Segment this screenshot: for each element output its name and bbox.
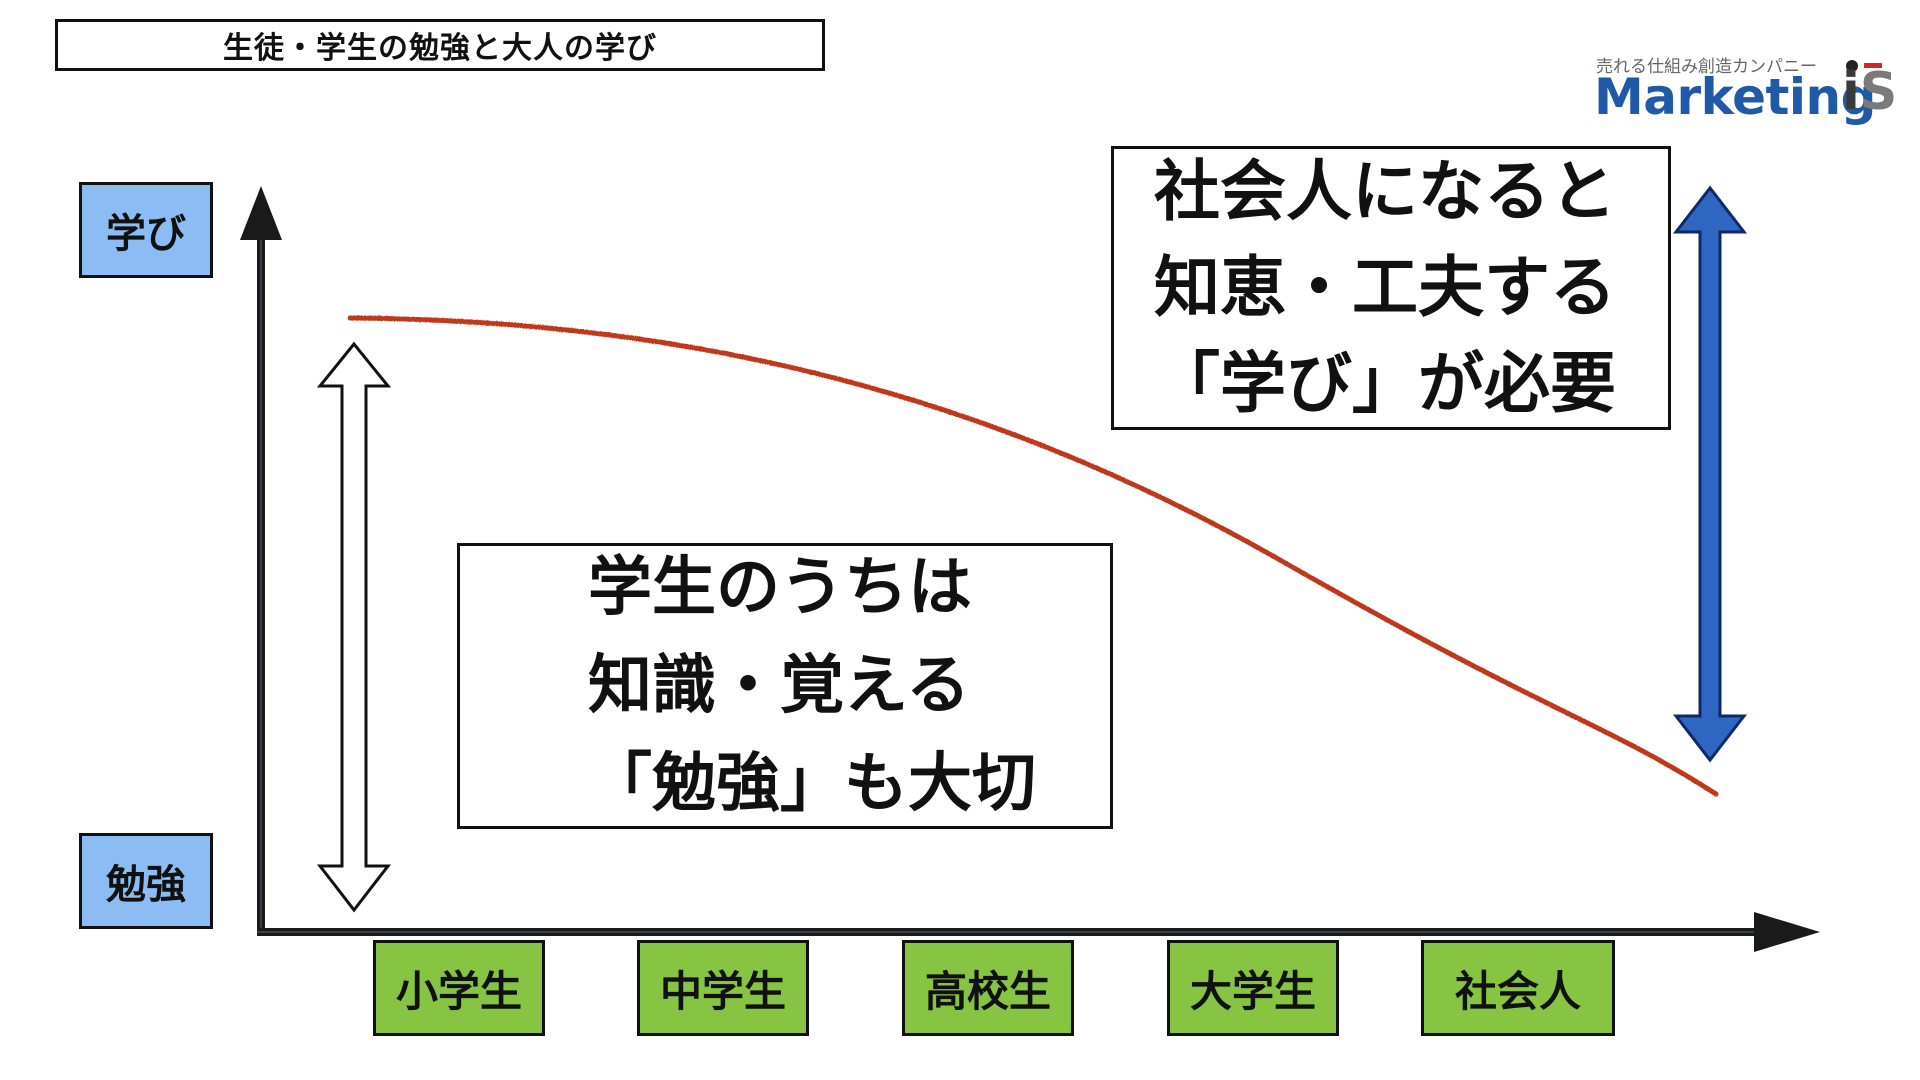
adult-message-line: 「学び」が必要 (1154, 345, 1616, 422)
stage-working-adult: 社会人 (1421, 940, 1615, 1036)
x-axis (257, 912, 1820, 952)
decline-curve (347, 315, 1719, 797)
y-axis-label-learning: 学び (79, 182, 213, 278)
y-axis-label-study: 勉強 (79, 833, 213, 929)
y-axis-arrowhead-icon (240, 186, 282, 240)
double-arrow-blue-icon (1672, 185, 1748, 763)
y-axis (240, 186, 282, 935)
double-arrow-outline-icon (316, 341, 392, 913)
logo-mark-s: S (1859, 62, 1898, 122)
page-title: 生徒・学生の勉強と大人の学び (55, 19, 825, 71)
student-message-box: 学生のうちは 知識・覚える 「勉強」も大切 (457, 543, 1113, 829)
student-message-line: 知識・覚える (588, 649, 971, 723)
logo-mark-i: i (1842, 62, 1860, 122)
adult-message-box: 社会人になると 知恵・工夫する 「学び」が必要 (1111, 146, 1671, 430)
stage-junior-high: 中学生 (637, 940, 809, 1036)
logo-mark: iS (1842, 66, 1897, 118)
logo-dash-icon (1864, 63, 1882, 68)
logo-dot-icon (1846, 60, 1858, 72)
student-message-line: 「勉強」も大切 (588, 747, 1036, 821)
stage-university: 大学生 (1167, 940, 1339, 1036)
stage-elementary: 小学生 (373, 940, 545, 1036)
logo-wordmark: Marketing (1594, 68, 1876, 126)
student-message-line: 学生のうちは (588, 551, 972, 625)
x-axis-arrowhead-icon (1754, 912, 1820, 952)
stage-high-school: 高校生 (902, 940, 1074, 1036)
adult-message-line: 知恵・工夫する (1154, 249, 1616, 326)
logo-tagline: 売れる仕組み創造カンパニー (1596, 57, 1817, 77)
adult-message-line: 社会人になると (1154, 153, 1616, 230)
